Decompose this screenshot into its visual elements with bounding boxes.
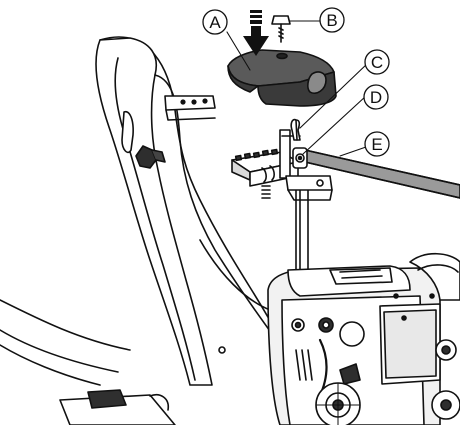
chute-knob — [135, 145, 166, 169]
callout-d-label: D — [370, 88, 382, 107]
leader-a — [226, 31, 251, 71]
down-arrow-icon — [243, 10, 269, 56]
chute-slot — [121, 111, 134, 154]
leader-d — [302, 95, 367, 155]
right-knob — [435, 339, 457, 361]
cotter-pin — [290, 118, 301, 141]
panel-symbol — [339, 363, 361, 385]
control-post — [295, 179, 309, 276]
callout-b-label: B — [326, 11, 337, 30]
panel-knob — [318, 317, 334, 333]
collar-nut — [292, 147, 308, 169]
right-gear — [431, 390, 460, 420]
callout-a: A — [202, 9, 228, 35]
callout-e-label: E — [371, 135, 382, 154]
leader-lines — [226, 20, 369, 157]
gear-bracket — [231, 129, 333, 201]
callout-b: B — [319, 7, 345, 33]
cover-cap — [227, 49, 337, 107]
screw-icon — [271, 15, 291, 43]
hinge-bracket — [164, 95, 216, 121]
control-panel — [267, 252, 460, 425]
callout-c-label: C — [371, 53, 383, 72]
gear-teeth — [234, 148, 279, 162]
spring — [261, 185, 271, 199]
panel-gear — [315, 382, 361, 425]
callout-c: C — [364, 49, 390, 75]
callout-e: E — [364, 131, 390, 157]
panel-plug — [339, 321, 365, 347]
callout-d: D — [363, 84, 389, 110]
panel-small-knob — [291, 318, 305, 332]
chute-column — [95, 36, 281, 386]
leader-c — [299, 62, 369, 129]
leader-e — [339, 146, 367, 157]
lower-frame — [0, 299, 226, 425]
callout-a-label: A — [209, 13, 221, 32]
